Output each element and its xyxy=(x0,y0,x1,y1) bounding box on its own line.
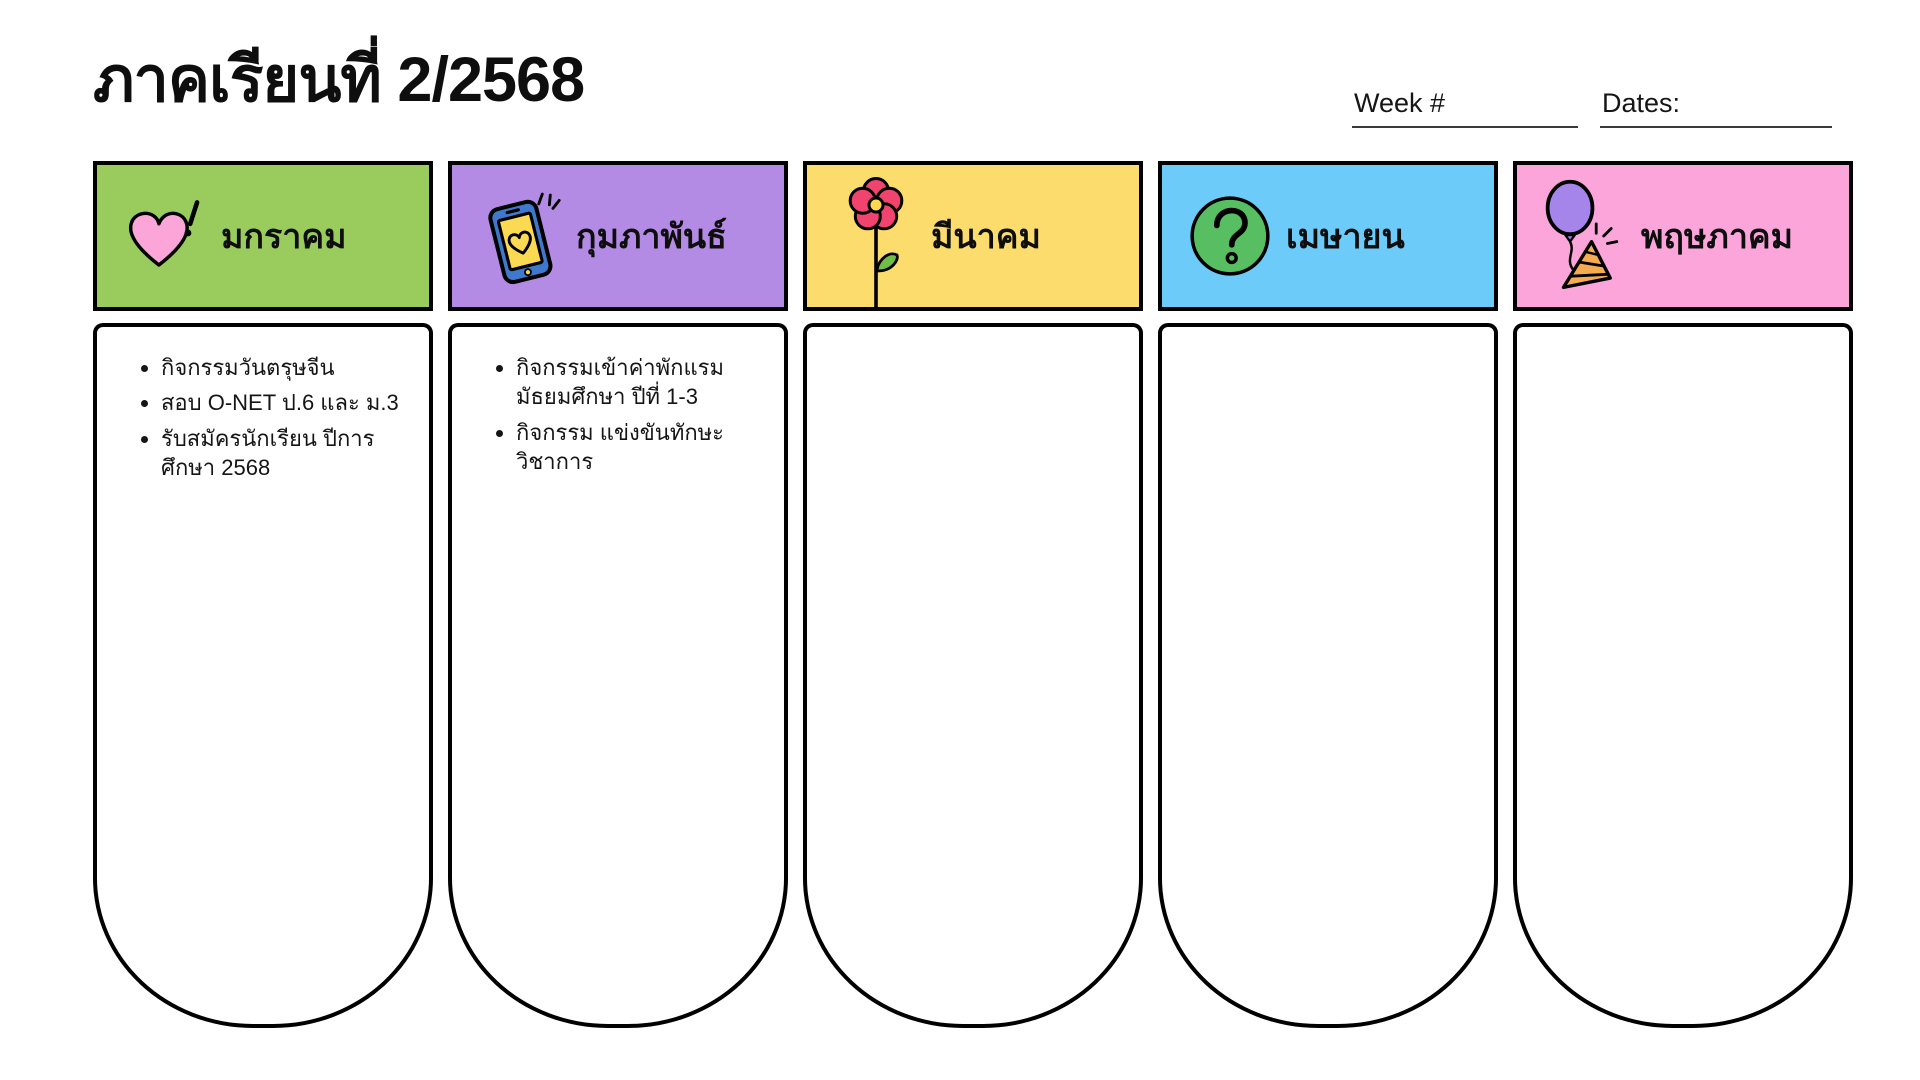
dates-field[interactable]: Dates: xyxy=(1600,88,1832,128)
heart-exclamation-icon xyxy=(128,200,200,267)
month-label: เมษายน xyxy=(1286,218,1405,256)
header-fields: Week # Dates: xyxy=(1352,88,1832,128)
month-columns: มกราคม กิจกรรมวันตรุษจีนสอบ O-NET ป.6 แล… xyxy=(93,161,1853,1028)
month-icon-slot xyxy=(474,165,566,307)
month-notes-area[interactable]: กิจกรรมเข้าค่าพักแรม มัธยมศึกษา ปีที่ 1-… xyxy=(448,323,788,1028)
week-number-field[interactable]: Week # xyxy=(1352,88,1578,128)
month-header: พฤษภาคม xyxy=(1513,161,1853,311)
flower-icon xyxy=(848,177,904,310)
month-header: มกราคม xyxy=(93,161,433,311)
month-label: มกราคม xyxy=(221,218,347,256)
month-column-2: กุมภาพันธ์ กิจกรรมเข้าค่าพักแรม มัธยมศึก… xyxy=(448,161,788,1028)
notes-list: กิจกรรมวันตรุษจีนสอบ O-NET ป.6 และ ม.3 รั… xyxy=(117,353,407,483)
month-header: เมษายน xyxy=(1158,161,1498,311)
note-item: รับสมัครนักเรียน ปีการศึกษา 2568 xyxy=(161,424,407,483)
balloon-party-icon xyxy=(1545,179,1619,290)
question-mark-icon xyxy=(1190,196,1270,276)
notes-list: กิจกรรมเข้าค่าพักแรม มัธยมศึกษา ปีที่ 1-… xyxy=(472,353,762,477)
month-header: มีนาคม xyxy=(803,161,1143,311)
note-item: สอบ O-NET ป.6 และ ม.3 xyxy=(161,388,407,417)
week-label: Week # xyxy=(1354,88,1446,118)
page-title: ภาคเรียนที่ 2/2568 xyxy=(93,45,585,115)
month-column-3: มีนาคม xyxy=(803,161,1143,1028)
dates-label: Dates: xyxy=(1602,88,1681,118)
note-item: กิจกรรม แข่งขันทักษะวิชาการ xyxy=(516,418,762,477)
month-icon-slot xyxy=(1539,165,1631,307)
month-notes-area[interactable]: กิจกรรมวันตรุษจีนสอบ O-NET ป.6 และ ม.3 รั… xyxy=(93,323,433,1028)
note-item: กิจกรรมเข้าค่าพักแรม มัธยมศึกษา ปีที่ 1-… xyxy=(516,353,762,412)
month-column-1: มกราคม กิจกรรมวันตรุษจีนสอบ O-NET ป.6 แล… xyxy=(93,161,433,1028)
month-icon-slot xyxy=(1184,165,1276,307)
month-notes-area[interactable] xyxy=(1513,323,1853,1028)
month-notes-area[interactable] xyxy=(803,323,1143,1028)
month-column-5: พฤษภาคม xyxy=(1513,161,1853,1028)
month-icon-slot xyxy=(119,165,211,307)
month-icon-slot xyxy=(829,165,921,310)
month-notes-area[interactable] xyxy=(1158,323,1498,1028)
note-item: กิจกรรมวันตรุษจีน xyxy=(161,353,407,382)
month-label: พฤษภาคม xyxy=(1641,218,1794,256)
month-label: มีนาคม xyxy=(931,218,1041,256)
phone-heart-icon xyxy=(488,192,561,285)
month-header: กุมภาพันธ์ xyxy=(448,161,788,311)
month-column-4: เมษายน xyxy=(1158,161,1498,1028)
month-label: กุมภาพันธ์ xyxy=(576,218,727,256)
